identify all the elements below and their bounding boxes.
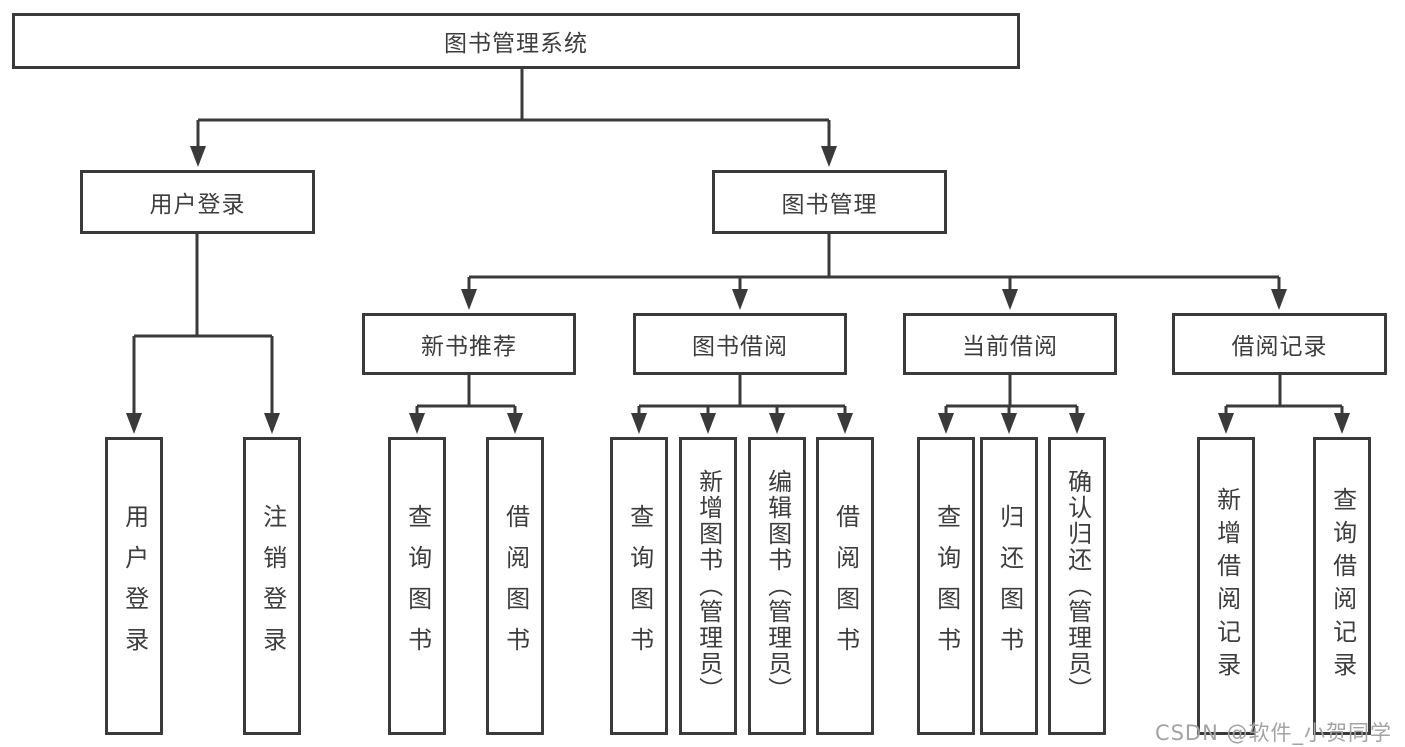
node-new-book-recommend: 新书推荐: [362, 313, 576, 375]
leaf-add-books-admin-label: 新增图书（管理员）: [694, 469, 723, 703]
leaf-edit-books-admin-label: 编辑图书（管理员）: [763, 469, 792, 703]
leaf-current-query-books: 查询图书: [917, 437, 975, 735]
watermark: CSDN @软件_小贺同学: [1154, 721, 1392, 745]
node-book-management-label: 图书管理: [781, 192, 878, 218]
leaf-confirm-return-admin-label: 确认归还（管理员）: [1063, 469, 1092, 703]
node-user-login-label: 用户登录: [149, 192, 246, 218]
leaf-borrow-query-books: 查询图书: [610, 437, 668, 735]
leaf-return-books-label: 归还图书: [995, 504, 1024, 668]
connector-user-login-to-leaves: [126, 233, 280, 434]
node-book-borrow-label: 图书借阅: [692, 334, 788, 360]
leaf-add-borrow-record-label: 新增借阅记录: [1212, 487, 1241, 685]
leaf-logout: 注销登录: [243, 437, 301, 735]
node-current-borrow: 当前借阅: [903, 313, 1117, 375]
leaf-newrec-query-books-label: 查询图书: [403, 504, 432, 668]
leaf-newrec-borrow-books: 借阅图书: [486, 437, 544, 735]
leaf-borrow-books: 借阅图书: [816, 437, 874, 735]
leaf-confirm-return-admin: 确认归还（管理员）: [1048, 437, 1106, 735]
node-current-borrow-label: 当前借阅: [962, 334, 1058, 360]
node-user-login: 用户登录: [80, 170, 315, 234]
connector-book-mgmt-to-level3: [461, 233, 1287, 310]
leaf-logout-label: 注销登录: [258, 504, 287, 668]
connector-current-borrow-to-leaves: [938, 375, 1085, 434]
leaf-newrec-borrow-books-label: 借阅图书: [501, 504, 530, 668]
connector-borrow-records-to-leaves: [1218, 375, 1350, 434]
node-book-management: 图书管理: [712, 170, 947, 234]
leaf-edit-books-admin: 编辑图书（管理员）: [748, 437, 806, 735]
node-borrow-records-label: 借阅记录: [1231, 334, 1328, 360]
node-book-borrow: 图书借阅: [633, 313, 847, 375]
leaf-borrow-books-label: 借阅图书: [831, 504, 860, 668]
leaf-query-borrow-record: 查询借阅记录: [1313, 437, 1371, 735]
leaf-newrec-query-books: 查询图书: [388, 437, 446, 735]
leaf-borrow-query-books-label: 查询图书: [625, 504, 654, 668]
connector-root-to-level2: [190, 69, 837, 167]
node-root-label: 图书管理系统: [444, 31, 588, 57]
leaf-return-books: 归还图书: [980, 437, 1038, 735]
leaf-current-query-books-label: 查询图书: [932, 504, 961, 668]
connector-new-book-rec-to-leaves: [409, 375, 523, 434]
connector-book-borrow-to-leaves: [631, 375, 853, 434]
node-root: 图书管理系统: [12, 13, 1020, 69]
leaf-add-borrow-record: 新增借阅记录: [1197, 437, 1255, 735]
node-borrow-records: 借阅记录: [1172, 313, 1387, 375]
leaf-add-books-admin: 新增图书（管理员）: [679, 437, 737, 735]
leaf-query-borrow-record-label: 查询借阅记录: [1328, 487, 1357, 685]
node-new-book-recommend-label: 新书推荐: [421, 334, 517, 360]
leaf-user-login-label: 用户登录: [120, 504, 149, 668]
leaf-user-login: 用户登录: [105, 437, 163, 735]
